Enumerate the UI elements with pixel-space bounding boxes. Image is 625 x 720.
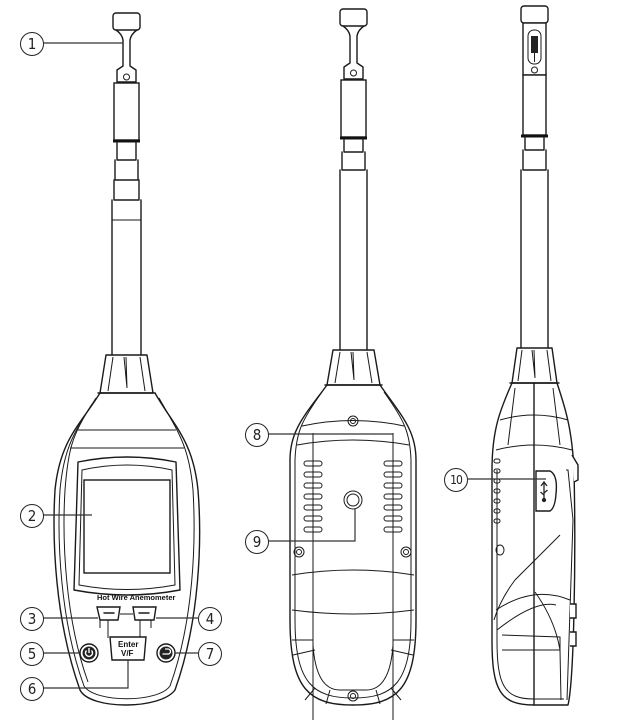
callout-9: 9 [245,530,269,554]
callout-4: 4 [198,607,222,631]
callout-3: 3 [20,607,44,631]
enter-button-label-line2: V/F [121,649,134,658]
callout-7: 7 [198,642,222,666]
callout-10: 10 [444,468,468,492]
side-view [468,5,579,706]
front-view [43,12,201,706]
callout-6: 6 [20,677,44,701]
callout-2: 2 [20,504,44,528]
back-view [268,8,417,720]
enter-button-label-line1: Enter [118,640,139,649]
screen-label: Hot Wire Anemometer [97,593,176,602]
callout-5: 5 [20,642,44,666]
callout-8: 8 [245,423,269,447]
callout-1: 1 [20,32,44,56]
